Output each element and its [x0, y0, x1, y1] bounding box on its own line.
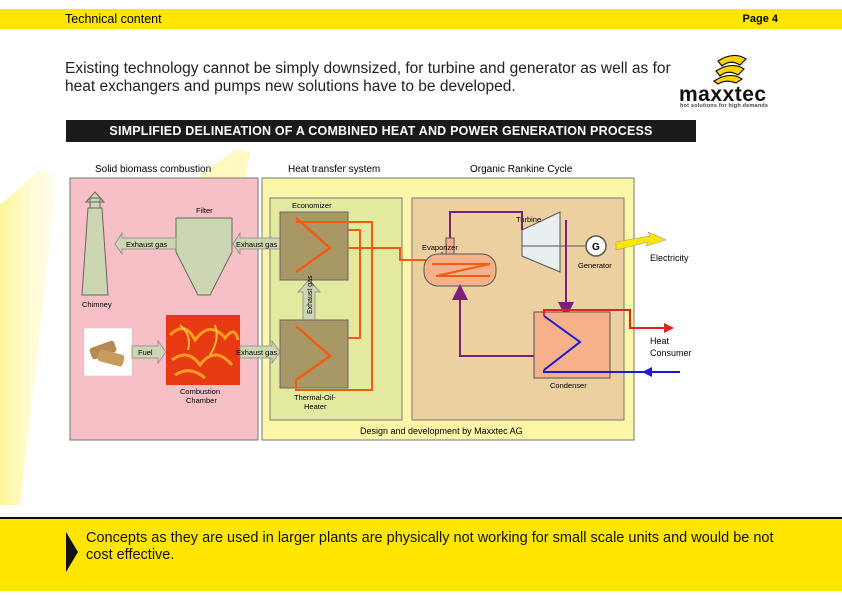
heat-consumer-label-2: Consumer	[650, 348, 692, 358]
combustion-label-1: Combustion	[180, 387, 220, 396]
section-title: Technical content	[65, 12, 162, 26]
electricity-label: Electricity	[650, 253, 689, 263]
design-credit: Design and development by Maxxtec AG	[360, 426, 523, 436]
thermal-oil-heater-box	[279, 319, 349, 389]
thermal-oil-label-1: Thermal-Oil-	[294, 393, 336, 402]
diagram-banner-title: SIMPLIFIED DELINEATION OF A COMBINED HEA…	[66, 120, 696, 142]
exhaust-arrow-economizer-to-filter	[232, 231, 281, 256]
exhaust-gas-vertical-label: Exhaust gas	[307, 275, 314, 314]
exhaust-arrow-combustion-to-heater	[239, 339, 281, 365]
filter-shape	[175, 217, 233, 296]
exhaust-arrow-vertical	[297, 279, 321, 321]
cold-in-line	[543, 370, 680, 373]
fuel-arrow	[131, 339, 167, 365]
turbine-label: Turbine	[516, 215, 541, 224]
generator-label: Generator	[578, 261, 612, 270]
section-label-orc: Organic Rankine Cycle	[470, 164, 573, 175]
bottom-divider	[0, 517, 842, 519]
exhaust-gas-label-1: Exhaust gas	[126, 240, 168, 249]
page-number: Page 4	[742, 13, 778, 25]
footer-bar	[0, 519, 842, 591]
exhaust-arrow-filter-to-chimney	[114, 231, 177, 256]
turbine-shape	[521, 211, 561, 273]
filter-label: Filter	[196, 206, 213, 215]
economizer-label: Economizer	[292, 201, 332, 210]
evaporizer-label: Evaporizer	[422, 243, 458, 252]
exhaust-gas-label-2: Exhaust gas	[236, 240, 278, 249]
exhaust-gas-label-3: Exhaust gas	[236, 348, 278, 357]
heat-out-line	[543, 309, 664, 329]
heat-consumer-label-1: Heat	[650, 336, 670, 346]
footer-arrow-icon	[66, 532, 78, 572]
generator-icon	[585, 235, 607, 257]
condenser-label: Condenser	[550, 381, 587, 390]
top-header-bar: Technical content Page 4	[0, 9, 842, 29]
electricity-bolt-icon	[615, 231, 667, 251]
chp-process-diagram: Solid biomass combustion Heat transfer s…	[69, 164, 692, 441]
headline-text: Existing technology cannot be simply dow…	[65, 60, 671, 95]
fuel-label: Fuel	[138, 348, 153, 357]
economizer-coil	[295, 217, 333, 274]
generator-letter: G	[592, 242, 600, 253]
economizer-box	[279, 211, 349, 281]
logo-tagline: hot solutions for high demands	[680, 103, 769, 109]
maxxtec-logo-icon	[712, 54, 747, 85]
orc-loop-line	[449, 211, 566, 310]
section-label-heat-transfer: Heat transfer system	[288, 164, 380, 175]
combustion-label-2: Chamber	[186, 396, 217, 405]
thermal-oil-loop-line	[295, 221, 443, 391]
thermal-oil-label-2: Heater	[304, 402, 327, 411]
chimney-label: Chimney	[82, 300, 112, 309]
section-label-biomass: Solid biomass combustion	[95, 164, 211, 175]
footer-statement: Concepts as they are used in larger plan…	[86, 530, 774, 563]
thermal-oil-heater-coil	[295, 325, 333, 382]
logo-wordmark: maxxtec	[679, 83, 767, 106]
